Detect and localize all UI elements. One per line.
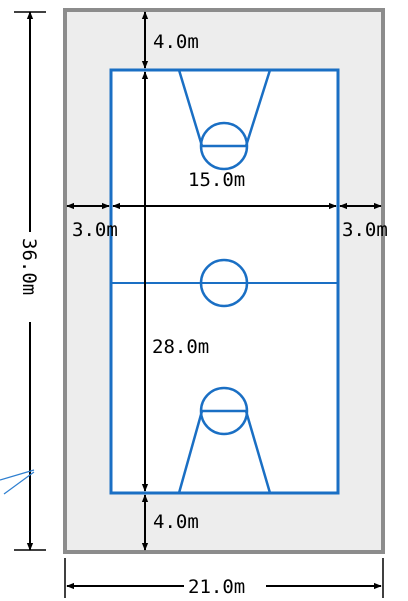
bottom-key xyxy=(177,409,272,494)
accent-line-2 xyxy=(3,471,35,495)
accent-line-1 xyxy=(0,469,35,481)
top-key xyxy=(177,69,272,148)
right-margin-label: 3.0m xyxy=(342,219,388,241)
top-gap-label: 4.0m xyxy=(153,31,199,53)
top-free-throw-circle xyxy=(199,121,249,171)
left-margin-label: 3.0m xyxy=(72,219,118,241)
bottom-gap-label: 4.0m xyxy=(153,511,199,533)
court-length-label: 28.0m xyxy=(152,336,209,358)
center-circle xyxy=(199,258,249,308)
total-width-label: 21.0m xyxy=(188,576,245,598)
total-width-label-bg xyxy=(184,574,266,598)
total-length-label-bg xyxy=(18,232,42,322)
court-boundary xyxy=(109,68,340,495)
bottom-free-throw-circle xyxy=(199,386,249,436)
court-width-label: 15.0m xyxy=(188,169,245,191)
total-length-label: 36.0m xyxy=(18,238,40,295)
